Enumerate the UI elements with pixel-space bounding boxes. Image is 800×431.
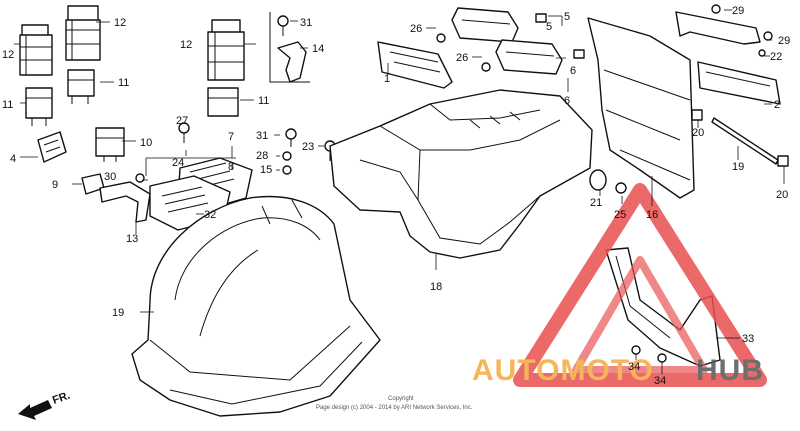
label-18: 19 — [112, 307, 124, 319]
label-14: 14 — [312, 43, 324, 55]
washer-15 — [282, 165, 292, 175]
relay-10 — [95, 127, 125, 162]
grip-29 — [675, 11, 761, 45]
relay-12-top — [65, 5, 101, 61]
label-5-a: 5 — [546, 21, 552, 33]
cover-16 — [587, 17, 695, 199]
label-10: 10 — [140, 137, 152, 149]
label-25: 25 — [614, 209, 626, 221]
label-16: 16 — [646, 209, 658, 221]
relay-6 — [495, 39, 563, 75]
relay-11-top — [67, 69, 95, 104]
label-20-a: 20 — [692, 127, 704, 139]
label-11-mid: 11 — [258, 95, 269, 107]
bolt-27 — [178, 122, 190, 143]
rod-19 — [711, 117, 779, 165]
collar-28 — [282, 151, 292, 161]
label-1: 1 — [384, 73, 390, 85]
label-21: 21 — [590, 197, 602, 209]
clip-5-a — [535, 13, 547, 23]
relay-12-left — [19, 24, 53, 76]
rear-fender-18 — [131, 195, 381, 417]
leader-lines — [14, 9, 785, 374]
watermark: AUTOMOTO HUB — [472, 183, 767, 387]
relay-11-mid — [207, 87, 239, 117]
label-2: 2 — [774, 99, 780, 111]
label-26-a: 26 — [410, 23, 422, 35]
label-28: 28 — [256, 150, 268, 162]
label-34-a: 34 — [628, 361, 640, 373]
bolt-29 — [711, 4, 721, 14]
bracket-14 — [277, 41, 307, 83]
nut-25 — [615, 182, 627, 194]
grommet-26-a — [436, 33, 446, 43]
label-19: 19 — [732, 161, 744, 173]
label-12-left: 12 — [2, 49, 14, 61]
grommet-26-b — [481, 62, 491, 72]
screw-34-a — [631, 345, 641, 355]
label-32: 32 — [204, 209, 216, 221]
relay-11-left — [25, 87, 53, 126]
front-direction-text: FR. — [51, 389, 72, 406]
label-31-mid: 31 — [256, 130, 268, 142]
label-12-top: 12 — [114, 17, 126, 29]
clip-20-a — [691, 109, 703, 121]
watermark-text-secondary: HUB — [696, 354, 764, 387]
label-27: 27 — [176, 115, 188, 127]
label-4: 5 — [564, 11, 570, 23]
screw-30 — [135, 173, 145, 183]
label-5-b: 6 — [570, 65, 576, 77]
label-33: 33 — [742, 333, 754, 345]
watermark-triangle — [513, 183, 767, 387]
label-17: 18 — [430, 281, 442, 293]
relay-12-mid — [207, 19, 245, 81]
copyright-line-1: Copyright — [388, 396, 414, 402]
screw-34-b — [657, 353, 667, 363]
stay-13 — [99, 181, 151, 223]
washer-22 — [758, 49, 766, 57]
label-23: 23 — [302, 141, 314, 153]
part-labels: 12 12 12 11 11 11 4 10 9 30 13 27 7 24 8… — [2, 5, 790, 387]
label-29-b: 29 — [778, 35, 790, 47]
cap-21 — [589, 169, 607, 191]
clip-20-b — [777, 155, 789, 167]
label-22: 22 — [770, 51, 782, 63]
copyright-line-2: Page design (c) 2004 - 2014 by ARI Netwo… — [316, 405, 473, 411]
label-29-a: 29 — [732, 5, 744, 17]
label-8: 8 — [228, 161, 234, 173]
label-6: 6 — [564, 95, 570, 107]
rail-2 — [697, 61, 781, 105]
label-30: 30 — [104, 171, 116, 183]
label-26-b: 26 — [456, 52, 468, 64]
screw-29-b — [763, 31, 773, 41]
label-15: 15 — [260, 164, 272, 176]
label-9: 9 — [52, 179, 58, 191]
cover-1 — [377, 41, 453, 89]
label-13: 13 — [126, 233, 138, 245]
rear-fender-17 — [329, 89, 593, 259]
relay-4 — [451, 7, 519, 43]
frame-bracket-14 — [269, 12, 310, 83]
label-31-top: 31 — [300, 17, 312, 29]
clip-5-b — [573, 49, 585, 59]
label-34-b: 34 — [654, 375, 666, 387]
watermark-text-primary: AUTOMOTO — [472, 354, 654, 387]
label-12-mid: 12 — [180, 39, 192, 51]
label-3: 4 — [10, 153, 16, 165]
label-7: 7 — [228, 131, 234, 143]
label-11-top: 11 — [118, 77, 129, 89]
bolt-31-top — [277, 15, 289, 36]
front-direction-arrow: FR. — [18, 389, 72, 420]
label-24: 24 — [172, 157, 184, 169]
label-20-b: 20 — [776, 189, 788, 201]
clip-3 — [37, 131, 67, 163]
bolt-31-mid — [285, 128, 297, 147]
label-11-left: 11 — [2, 99, 13, 111]
